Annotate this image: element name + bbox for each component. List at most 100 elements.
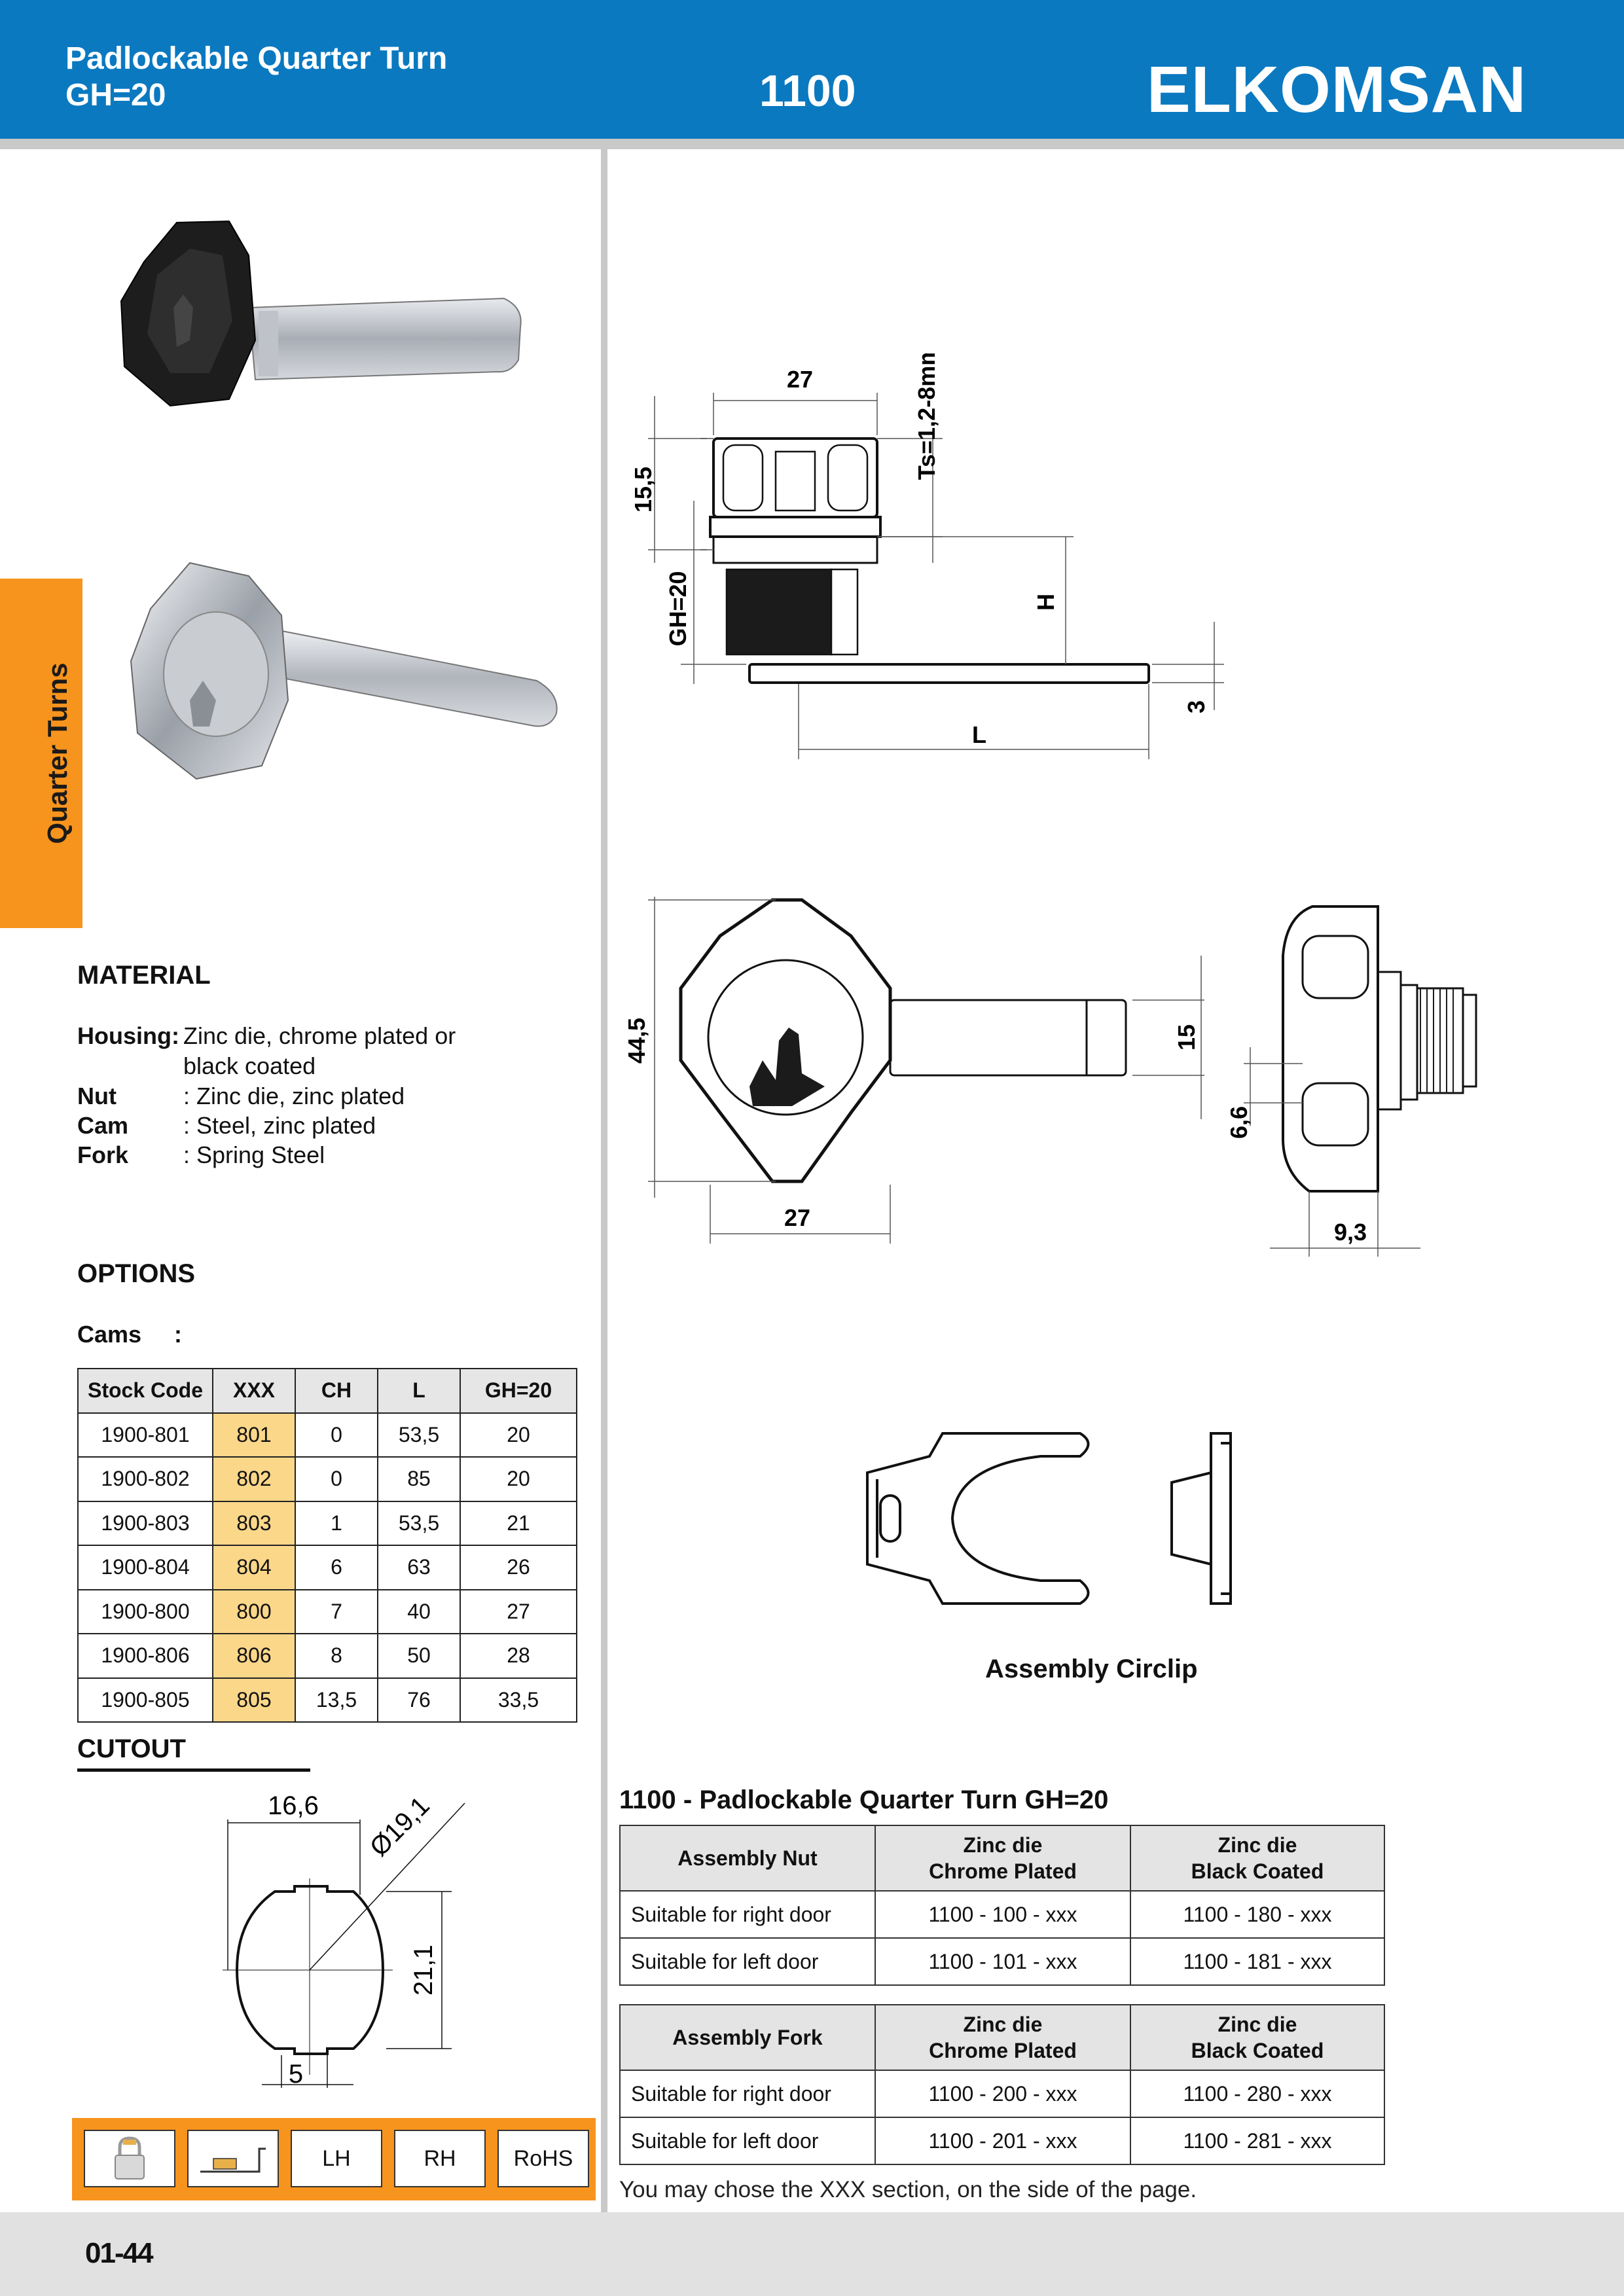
lh-badge: LH: [291, 2130, 382, 2187]
cell: Suitable for left door: [619, 1937, 876, 1986]
cell: 7: [295, 1588, 378, 1634]
dim-gh: GH=20: [664, 571, 691, 646]
material-row: Fork: Spring Steel: [77, 1140, 325, 1170]
right-view-drawing: 6,6 9,3: [1231, 905, 1477, 1257]
cutout-dim-width: 16,6: [268, 1791, 319, 1820]
cell: 1100 - 181 - xxx: [1130, 1937, 1385, 1986]
cell: Suitable for left door: [619, 2117, 876, 2165]
cell: 1100 - 180 - xxx: [1130, 1890, 1385, 1939]
cell: 804: [212, 1545, 296, 1590]
cell: 800: [212, 1588, 296, 1634]
cell: 1900-804: [77, 1545, 213, 1590]
cell: 40: [377, 1588, 461, 1634]
cell: 1100 - 200 - xxx: [875, 2070, 1131, 2118]
cutout-dim-notch: 5: [289, 2060, 303, 2089]
header-strip: [0, 139, 1624, 149]
cell: 6: [295, 1545, 378, 1590]
product-photo-chrome: [130, 562, 558, 780]
cell: 1900-802: [77, 1456, 213, 1502]
cell: Suitable for right door: [619, 1890, 876, 1939]
cell: 1900-800: [77, 1588, 213, 1634]
column-header: Assembly Nut: [619, 1825, 876, 1892]
material-value: Zinc die, chrome plated or black coated: [183, 1021, 456, 1081]
table-header-row: Stock Code XXX CH L GH=20: [77, 1368, 577, 1414]
cell: 28: [460, 1633, 577, 1679]
dim-6-6: 6,6: [1231, 1106, 1252, 1139]
cell: 1100 - 201 - xxx: [875, 2117, 1131, 2165]
dim-15: 15: [1173, 1024, 1200, 1050]
column-header: L: [377, 1368, 461, 1414]
dim-ts: Ts=1,2-8mm: [913, 353, 940, 480]
cell: 0: [295, 1456, 378, 1502]
cell: 27: [460, 1588, 577, 1634]
selection-note: You may chose the XXX section, on the si…: [619, 2177, 1197, 2202]
dim-width-27: 27: [787, 366, 813, 393]
material-heading: MATERIAL: [77, 961, 211, 990]
material-row: Nut : Zinc die, zinc plated: [77, 1081, 405, 1111]
column-header: XXX: [212, 1368, 296, 1414]
cutout-underline: [77, 1768, 310, 1772]
cell: 63: [377, 1545, 461, 1590]
rohs-badge: RoHS: [497, 2130, 589, 2187]
footer-bar: [0, 2212, 1624, 2296]
product-photo-black: [120, 220, 522, 407]
dim-3: 3: [1183, 700, 1210, 713]
cell: 805: [212, 1677, 296, 1723]
mounting-icon: [187, 2130, 279, 2187]
circlip-label: Assembly Circlip: [985, 1655, 1198, 1683]
dim-27-front: 27: [784, 1204, 810, 1231]
cell: 26: [460, 1545, 577, 1590]
material-label: Fork: [77, 1141, 129, 1168]
front-view-drawing: 44,5 15 27: [623, 897, 1204, 1244]
circlip-drawing: [866, 1432, 1232, 1605]
column-header: CH: [295, 1368, 378, 1414]
cell: 1100 - 100 - xxx: [875, 1890, 1131, 1939]
column-divider: [601, 149, 607, 2212]
side-view-drawing: 27 Ts=1,2-8mm 15,5 GH=20 H 3 L: [630, 353, 1224, 759]
cell: 20: [460, 1412, 577, 1458]
material-label: Nut: [77, 1083, 117, 1109]
column-header: Stock Code: [77, 1368, 213, 1414]
header-line: Black Coated: [1191, 2039, 1324, 2062]
column-header: Assembly Fork: [619, 2004, 876, 2071]
cell: 0: [295, 1412, 378, 1458]
cutout-heading: CUTOUT: [77, 1734, 186, 1763]
cell: 1100 - 281 - xxx: [1130, 2117, 1385, 2165]
material-row: Cam: Steel, zinc plated: [77, 1111, 376, 1141]
cams-label: Cams :: [77, 1321, 183, 1348]
material-value-line1: Zinc die, chrome plated or: [183, 1022, 456, 1049]
page-title: Padlockable Quarter Turn GH=20: [65, 41, 447, 114]
cutout-dim-diameter: Ø19,1: [365, 1791, 435, 1862]
cell: Suitable for right door: [619, 2070, 876, 2118]
side-tab: [0, 579, 82, 928]
cutout-dim-height: 21,1: [409, 1945, 438, 1996]
cell: 1100 - 101 - xxx: [875, 1937, 1131, 1986]
dim-h: H: [1032, 594, 1059, 611]
cell: 85: [377, 1456, 461, 1502]
cell: 803: [212, 1500, 296, 1546]
header-line: Black Coated: [1191, 1859, 1324, 1883]
cell: 33,5: [460, 1677, 577, 1723]
title-line-2: GH=20: [65, 78, 166, 113]
cell: 53,5: [377, 1412, 461, 1458]
cutout-drawing: 16,6 Ø19,1 21,1 5: [223, 1791, 465, 2089]
cell: 1900-803: [77, 1500, 213, 1546]
material-value: : Steel, zinc plated: [183, 1112, 376, 1139]
material-value-line2: black coated: [183, 1052, 316, 1079]
dim-15-5: 15,5: [630, 467, 657, 512]
side-tab-label: Quarter Turns: [42, 662, 73, 844]
material-value: : Zinc die, zinc plated: [183, 1083, 405, 1109]
